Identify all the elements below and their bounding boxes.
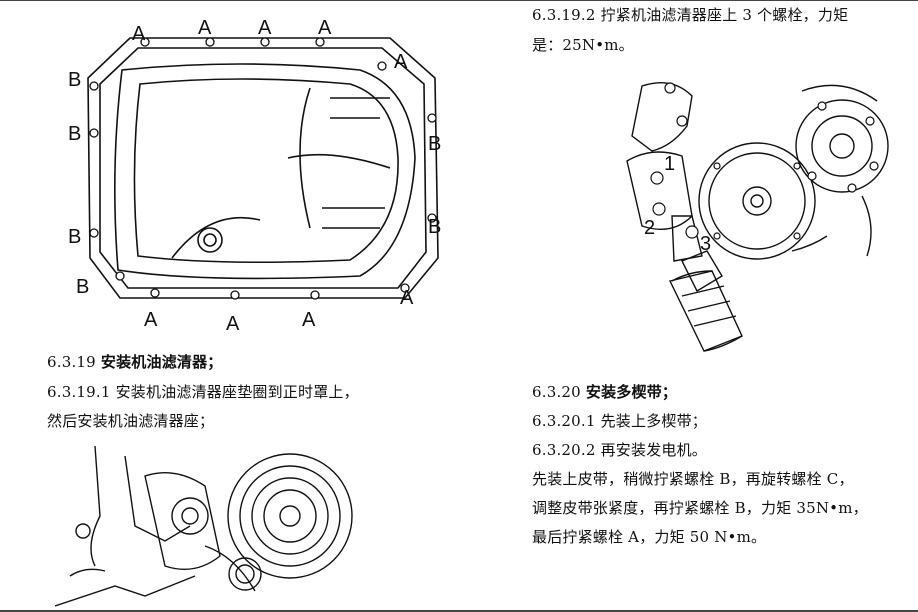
label-a-bottom-2: A xyxy=(226,313,240,335)
section-number: 6.3.20 xyxy=(532,383,581,401)
belt-paragraph-line-1: 先装上皮带，稍微拧紧螺栓 B，再旋转螺栓 C， xyxy=(532,470,854,488)
bolt-label-2: 2 xyxy=(644,217,655,239)
label-b-right-1: B xyxy=(428,133,441,155)
label-b-left-1: B xyxy=(68,69,81,91)
bolt-label-1: 1 xyxy=(664,153,675,175)
label-b-right-2: B xyxy=(428,216,441,238)
oil-filter-figure: 1 2 3 xyxy=(626,82,889,352)
section-title: 安装多楔带； xyxy=(585,383,678,401)
filter-housing-figure xyxy=(55,446,353,607)
torque-step-line-2: 是：25N•m。 xyxy=(532,36,634,54)
section-number: 6.3.19 xyxy=(47,353,96,371)
page-bottom-border xyxy=(0,610,918,612)
section-title: 安装机油滤清器； xyxy=(100,353,223,371)
label-a-bottom-1: A xyxy=(144,309,158,331)
label-a-top-1: A xyxy=(132,23,146,45)
torque-step-line-1: 6.3.19.2 拧紧机油滤清器座上 3 个螺栓，力矩 xyxy=(532,6,849,24)
label-a-bottom-3: A xyxy=(302,309,316,331)
label-b-left-2: B xyxy=(68,123,81,145)
page-top-border xyxy=(0,0,918,1)
belt-step-2: 6.3.20.2 再安装发电机。 xyxy=(532,441,707,459)
label-a-right-bottom: A xyxy=(400,287,414,309)
label-a-top-3: A xyxy=(258,17,272,39)
filter-step-line-2: 然后安装机油滤清器座； xyxy=(47,412,215,430)
label-a-right-top: A xyxy=(394,51,408,73)
oil-pan-figure: A A A A A B B B B B B A A A A xyxy=(68,17,441,335)
bolt-label-3: 3 xyxy=(700,233,711,255)
label-a-top-4: A xyxy=(318,17,332,39)
belt-paragraph-line-2: 调整皮带张紧度，再拧紧螺栓 B，力矩 35N•m， xyxy=(532,499,868,517)
section-6-3-20-heading: 6.3.20 安装多楔带； xyxy=(532,382,677,402)
label-b-left-4: B xyxy=(76,276,89,298)
belt-step-1: 6.3.20.1 先装上多楔带； xyxy=(532,412,707,430)
section-6-3-19-heading: 6.3.19 安装机油滤清器； xyxy=(47,352,223,372)
belt-paragraph-line-3: 最后拧紧螺栓 A，力矩 50 N•m。 xyxy=(532,528,767,546)
label-b-left-3: B xyxy=(68,226,81,248)
label-a-top-2: A xyxy=(198,17,212,39)
filter-step-line-1: 6.3.19.1 安装机油滤清器座垫圈到正时罩上， xyxy=(47,383,359,401)
